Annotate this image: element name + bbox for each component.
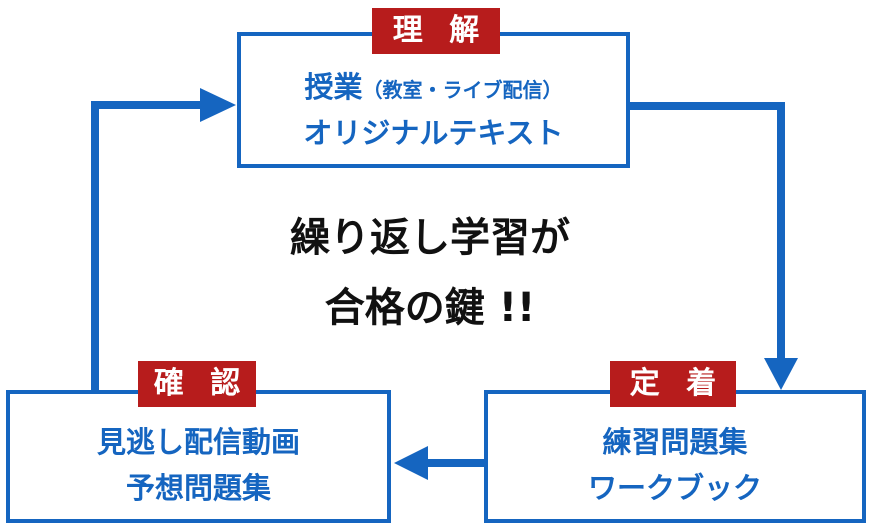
stage-box-understand: 授業（教室・ライブ配信） オリジナルテキスト <box>237 32 630 168</box>
stage-label-retain: 定 着 <box>610 361 736 407</box>
stage-understand-main: 授業 <box>304 70 363 104</box>
arrowhead-right <box>200 88 236 122</box>
arrow-left-to-top <box>91 101 204 390</box>
stage-understand-line2: オリジナルテキスト <box>303 116 564 150</box>
stage-retain-line1: 練習問題集 <box>602 425 748 459</box>
stage-label-understand: 理 解 <box>372 8 500 54</box>
stage-understand-sub: （教室・ライブ配信） <box>362 78 563 102</box>
arrow-top-to-right <box>630 102 785 362</box>
arrowhead-left <box>394 446 428 480</box>
stage-confirm-line1: 見逃し配信動画 <box>96 425 300 459</box>
center-message-line1: 繰り返し学習が <box>290 215 570 261</box>
stage-confirm-line2: 予想問題集 <box>125 471 271 505</box>
stage-understand-line1: 授業（教室・ライブ配信） <box>241 70 626 107</box>
stage-label-confirm: 確 認 <box>138 361 256 407</box>
stage-box-retain: 練習問題集 ワークブック <box>484 390 866 523</box>
stage-box-confirm: 見逃し配信動画 予想問題集 <box>6 390 391 523</box>
arrowhead-down <box>764 358 798 390</box>
stage-retain-line2: ワークブック <box>587 471 762 505</box>
center-message-line2: 合格の鍵 !! <box>324 285 536 331</box>
